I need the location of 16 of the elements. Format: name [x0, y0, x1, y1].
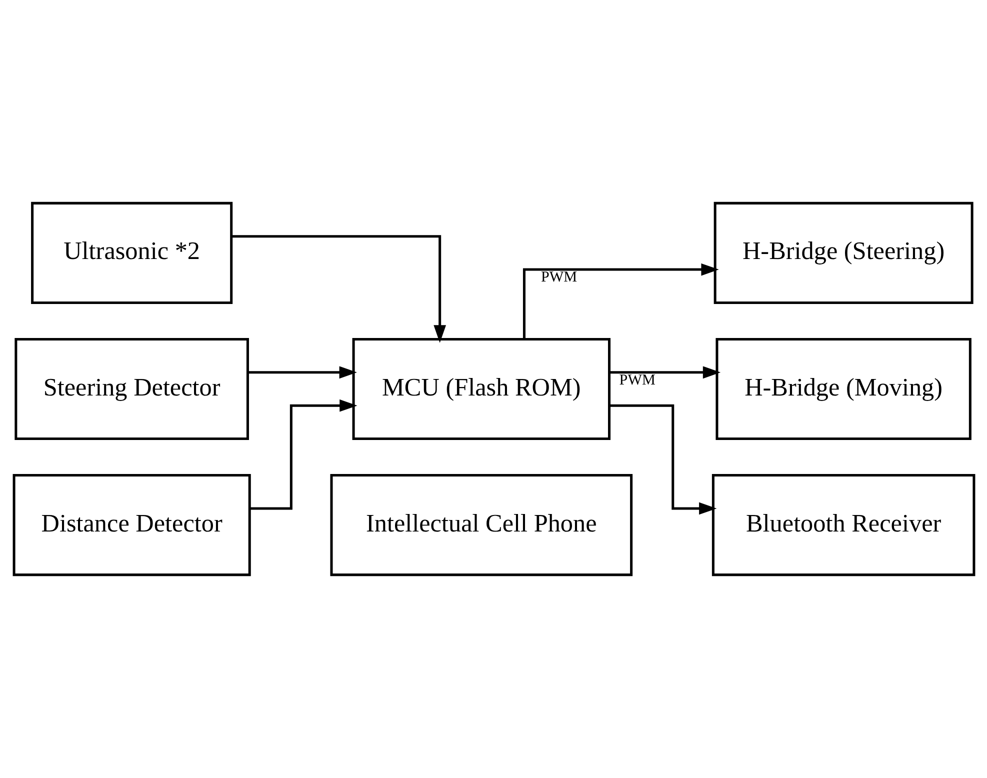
node-box: H-Bridge (Moving) [715, 338, 971, 440]
arrow [249, 399, 357, 510]
arrow [522, 263, 718, 340]
node-box: H-Bridge (Steering) [713, 202, 973, 304]
arrow [609, 366, 720, 379]
node-box: Distance Detector [12, 474, 250, 576]
node-box: Intellectual Cell Phone [330, 474, 632, 576]
arrow [609, 404, 716, 515]
node-box: Bluetooth Receiver [711, 474, 975, 576]
edge-label: PWM [618, 372, 655, 389]
node-box: Ultrasonic *2 [30, 202, 232, 304]
node-box: MCU (Flash ROM) [352, 338, 610, 440]
node-box: Steering Detector [14, 338, 248, 440]
arrow [230, 235, 446, 343]
edge-label: PWM [540, 270, 577, 286]
arrow [247, 366, 356, 379]
